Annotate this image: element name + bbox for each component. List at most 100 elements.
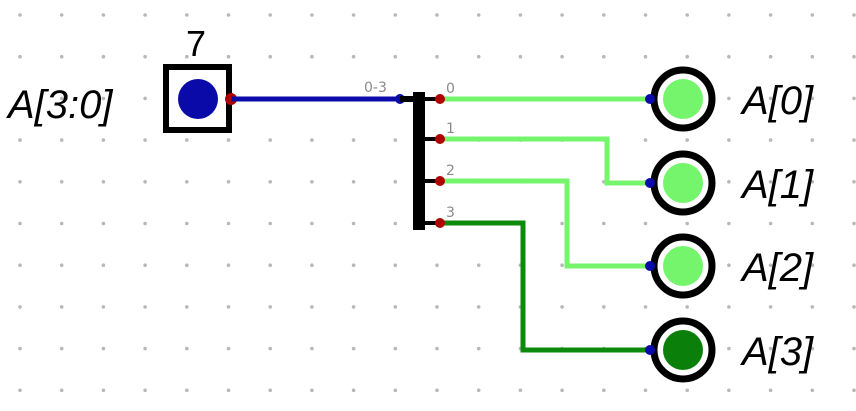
output-led-0[interactable]	[645, 66, 716, 132]
grid-dot	[185, 180, 189, 184]
grid-dot	[18, 180, 22, 184]
wire-bit-2[interactable]	[440, 178, 650, 269]
grid-dot	[226, 221, 231, 226]
grid-dot	[768, 263, 773, 268]
input-pin[interactable]	[163, 64, 237, 133]
output-led-1[interactable]	[645, 150, 716, 216]
grid-dot	[393, 138, 398, 142]
grid-dot	[768, 221, 773, 226]
grid-dot	[852, 305, 856, 309]
grid-dot	[852, 54, 856, 59]
grid-dot	[310, 13, 314, 17]
grid-dot	[685, 388, 689, 393]
splitter-port-2	[435, 176, 445, 186]
output-led-3[interactable]	[645, 317, 716, 383]
grid-dot	[268, 54, 273, 59]
grid-dot	[268, 13, 273, 17]
grid-dot	[393, 221, 398, 226]
grid-dot	[768, 54, 773, 59]
wire-bit-1[interactable]	[440, 136, 650, 186]
grid-dot	[268, 180, 273, 184]
grid-dot	[810, 180, 815, 184]
grid-dot	[810, 138, 815, 142]
grid-dot	[18, 96, 22, 101]
grid-dot	[393, 263, 398, 268]
grid-dot	[310, 305, 314, 309]
grid-dot	[18, 263, 22, 268]
grid-dot	[59, 138, 64, 142]
grid-dot	[143, 138, 147, 142]
grid-dot	[101, 13, 106, 17]
grid-dot	[476, 388, 481, 393]
grid-dot	[185, 54, 189, 59]
grid-dot	[810, 221, 815, 226]
grid-dot	[393, 13, 398, 17]
grid-dot	[643, 388, 648, 393]
grid-dot	[101, 305, 106, 309]
grid-dot	[393, 54, 398, 59]
grid-dot	[59, 221, 64, 226]
grid-dot	[727, 96, 731, 101]
grid-dot	[310, 346, 314, 351]
grid-dot	[351, 305, 356, 309]
grid-dot	[727, 221, 731, 226]
grid-dot	[143, 305, 147, 309]
grid-dot	[101, 138, 106, 142]
grid-dot	[310, 180, 314, 184]
grid-dot	[351, 346, 356, 351]
grid-dot	[101, 96, 106, 101]
output-led-1-port	[645, 178, 655, 188]
grid-dot	[810, 96, 815, 101]
grid-dot	[351, 388, 356, 393]
grid-dot	[18, 138, 22, 142]
grid-dot	[351, 138, 356, 142]
splitter-port-0	[435, 94, 445, 104]
grid-dot	[143, 263, 147, 268]
grid-dot	[101, 180, 106, 184]
grid-dot	[226, 388, 231, 393]
grid-dot	[268, 305, 273, 309]
grid-dot	[351, 54, 356, 59]
output-led-2-light	[663, 246, 703, 286]
grid-dot	[185, 263, 189, 268]
grid-dot	[143, 346, 147, 351]
grid-dot	[560, 263, 564, 268]
output-led-2[interactable]	[645, 233, 716, 299]
grid-dot	[476, 263, 481, 268]
splitter-bit-label-3: 3	[446, 205, 455, 221]
splitter-bit-label-2: 2	[446, 163, 455, 179]
output-led-3-port	[645, 345, 655, 355]
grid-dot	[393, 346, 398, 351]
grid-dots	[18, 13, 856, 393]
grid-dot	[226, 138, 231, 142]
grid-dot	[476, 305, 481, 309]
grid-dot	[185, 13, 189, 17]
splitter-port-1	[435, 134, 445, 144]
grid-dot	[59, 96, 64, 101]
grid-dot	[685, 221, 689, 226]
grid-dot	[226, 54, 231, 59]
grid-dot	[59, 180, 64, 184]
splitter-port-3	[435, 218, 445, 228]
grid-dot	[351, 13, 356, 17]
grid-dot	[727, 138, 731, 142]
grid-dot	[768, 96, 773, 101]
grid-dot	[59, 263, 64, 268]
grid-dot	[310, 138, 314, 142]
grid-dot	[310, 263, 314, 268]
grid-dot	[810, 346, 815, 351]
output-label-1: A[1]	[740, 163, 814, 207]
grid-dot	[185, 221, 189, 226]
grid-dot	[560, 13, 564, 17]
wire-bit-3[interactable]	[440, 220, 650, 353]
splitter[interactable]	[400, 92, 425, 230]
grid-dot	[435, 263, 439, 268]
grid-dot	[435, 54, 439, 59]
grid-dot	[101, 388, 106, 393]
grid-dot	[810, 13, 815, 17]
grid-dot	[852, 96, 856, 101]
grid-dot	[185, 388, 189, 393]
grid-dot	[727, 180, 731, 184]
grid-dot	[59, 13, 64, 17]
grid-dot	[351, 180, 356, 184]
